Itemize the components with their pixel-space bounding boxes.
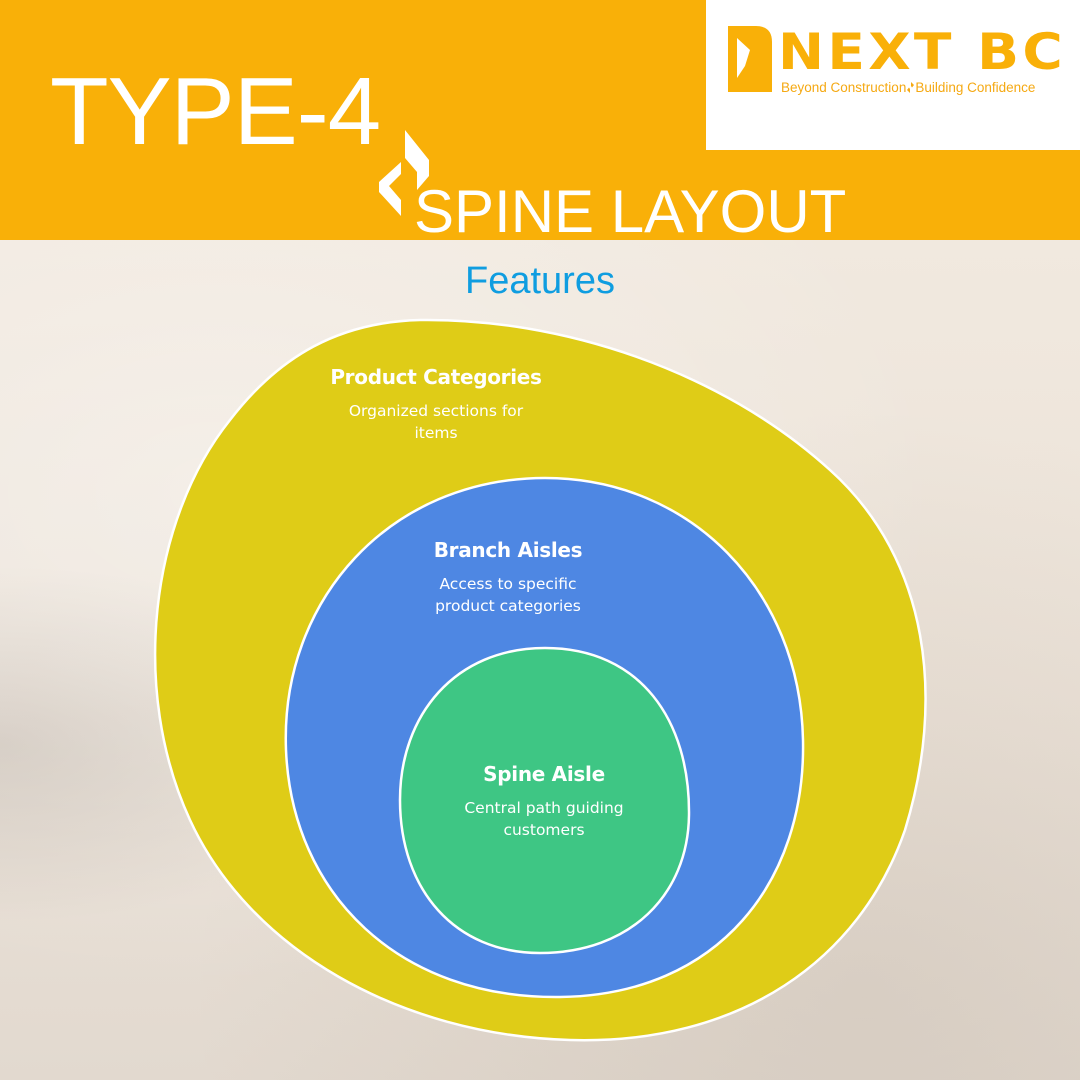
title-layout-name: SPINE LAYOUT	[414, 178, 847, 245]
logo-tagline-part1: Beyond Construction	[781, 80, 907, 95]
spine-aisle-title: Spine Aisle	[483, 762, 605, 786]
title-type-number: TYPE-4	[50, 58, 381, 165]
spine-aisle-description: Central path guiding customers	[464, 799, 624, 839]
spine-aisle-label: Spine Aisle Central path guiding custome…	[434, 761, 654, 841]
product-categories-description: Organized sections for items	[348, 402, 524, 442]
logo-wordmark: NEXT BC	[778, 23, 1067, 81]
branch-aisles-description: Access to specific product categories	[435, 575, 581, 615]
tagline-mark-icon	[907, 82, 915, 93]
logo-door-icon	[728, 26, 772, 92]
section-title: Features	[465, 260, 615, 302]
branch-aisles-title: Branch Aisles	[433, 538, 583, 562]
branch-aisles-label: Branch Aisles Access to specific product…	[388, 537, 628, 617]
product-categories-title: Product Categories	[330, 365, 542, 389]
logo-tagline-part2: Building Confidence	[915, 80, 1036, 95]
spine-aisle-shape	[398, 646, 691, 955]
logo-tagline: Beyond Construction Building Confidence	[781, 80, 1035, 95]
product-categories-label: Product Categories Organized sections fo…	[286, 364, 586, 444]
bracket-mark-icon	[379, 130, 429, 216]
